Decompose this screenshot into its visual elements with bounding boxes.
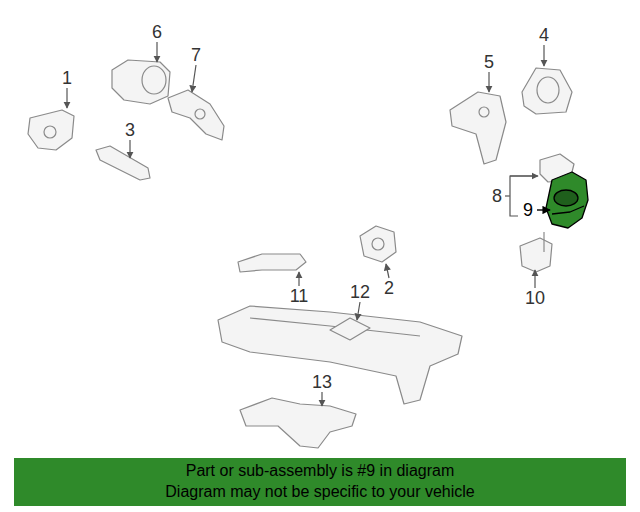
notice-text: Diagram may not be specific to your vehi… [20, 482, 620, 503]
callout-number: 3 [125, 121, 135, 139]
callout-number: 4 [539, 26, 549, 44]
callout-number: 2 [384, 279, 394, 297]
callout-number: 7 [191, 46, 201, 64]
highlighted-part [546, 172, 588, 228]
callout-number: 12 [350, 283, 370, 301]
notice-band: Part or sub-assembly is #9 in diagramDia… [14, 458, 626, 506]
notice-text: Part or sub-assembly is #9 in diagram [20, 461, 620, 482]
callout-number: 13 [312, 373, 332, 391]
callout-number: 8 [492, 187, 502, 205]
callout-number: 5 [484, 53, 494, 71]
callout-number: 10 [525, 289, 545, 307]
callout-number: 9 [523, 201, 533, 219]
callout-number: 11 [290, 287, 309, 305]
callout-number: 6 [152, 23, 162, 41]
callout-number: 1 [62, 69, 72, 87]
